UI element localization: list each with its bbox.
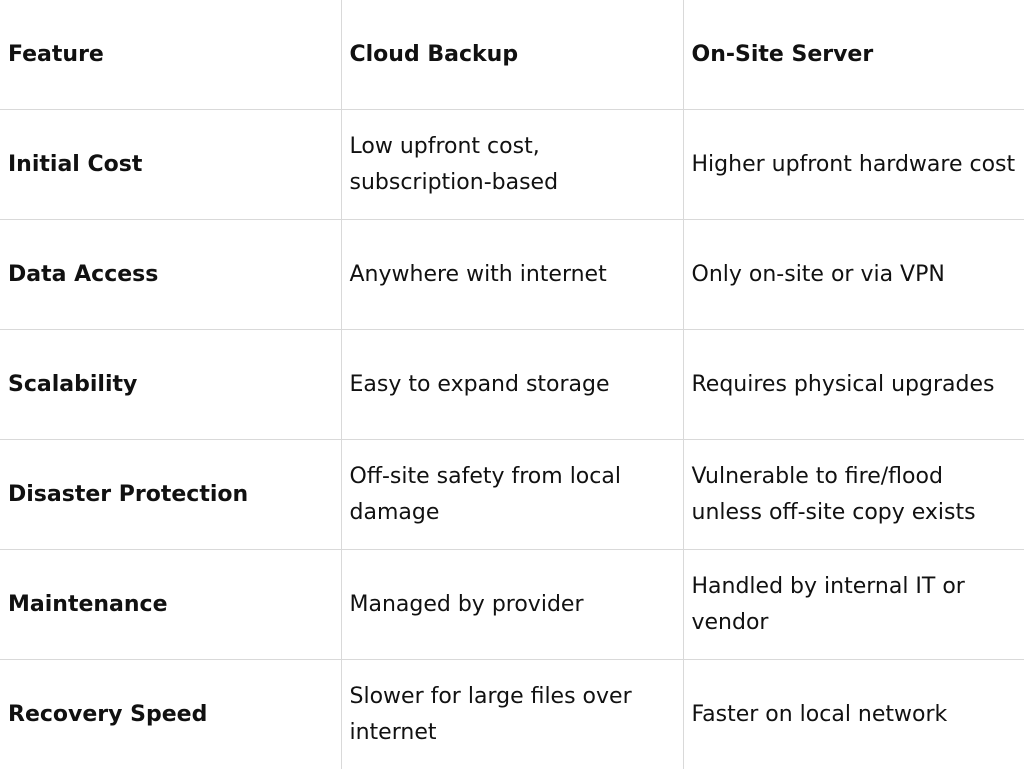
header-cloud-backup: Cloud Backup: [341, 0, 683, 110]
feature-cell: Data Access: [0, 220, 341, 330]
header-feature: Feature: [0, 0, 341, 110]
table-row: Disaster Protection Off-site safety from…: [0, 440, 1024, 550]
table-row: Initial Cost Low upfront cost, subscript…: [0, 110, 1024, 220]
header-row: Feature Cloud Backup On-Site Server: [0, 0, 1024, 110]
on-site-server-cell: Higher upfront hardware cost: [683, 110, 1024, 220]
table-row: Recovery Speed Slower for large files ov…: [0, 660, 1024, 769]
feature-cell: Recovery Speed: [0, 660, 341, 769]
on-site-server-cell: Only on-site or via VPN: [683, 220, 1024, 330]
on-site-server-cell: Requires physical upgrades: [683, 330, 1024, 440]
header-on-site-server: On-Site Server: [683, 0, 1024, 110]
cloud-backup-cell: Anywhere with internet: [341, 220, 683, 330]
cloud-backup-cell: Easy to expand storage: [341, 330, 683, 440]
table-row: Scalability Easy to expand storage Requi…: [0, 330, 1024, 440]
cloud-backup-cell: Low upfront cost, subscription-based: [341, 110, 683, 220]
table-row: Data Access Anywhere with internet Only …: [0, 220, 1024, 330]
cloud-backup-cell: Off-site safety from local damage: [341, 440, 683, 550]
cloud-backup-cell: Managed by provider: [341, 550, 683, 660]
feature-cell: Maintenance: [0, 550, 341, 660]
feature-cell: Disaster Protection: [0, 440, 341, 550]
table-row: Maintenance Managed by provider Handled …: [0, 550, 1024, 660]
feature-cell: Scalability: [0, 330, 341, 440]
on-site-server-cell: Handled by internal IT or vendor: [683, 550, 1024, 660]
feature-cell: Initial Cost: [0, 110, 341, 220]
cloud-backup-cell: Slower for large files over internet: [341, 660, 683, 769]
on-site-server-cell: Faster on local network: [683, 660, 1024, 769]
on-site-server-cell: Vulnerable to fire/flood unless off-site…: [683, 440, 1024, 550]
